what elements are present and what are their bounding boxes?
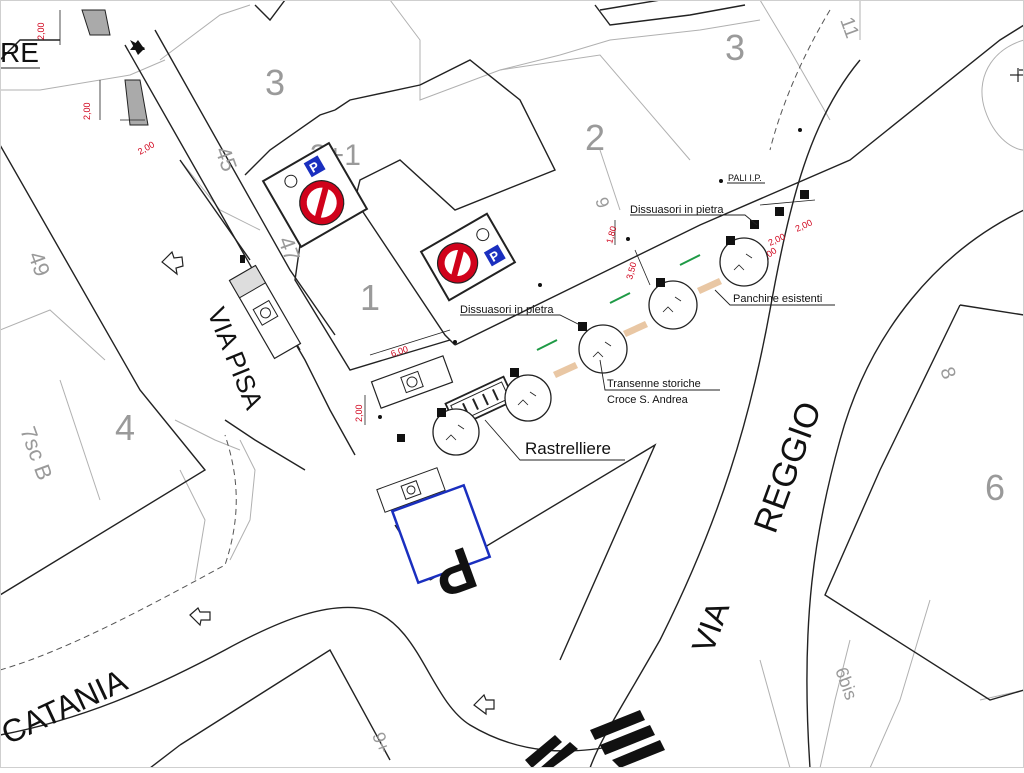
wheelchair-icon: [406, 485, 416, 495]
no-stopping-sign-2: P: [419, 212, 517, 302]
building-number: 1: [360, 277, 380, 318]
building-number: 4: [115, 407, 135, 448]
wheelchair-icon: [406, 376, 418, 388]
wheelchair-icon: [260, 307, 271, 319]
hatched-areas: [81, 9, 149, 126]
label-dissuasori-left: Dissuasori in pietra: [460, 304, 554, 316]
historic-railings: [536, 254, 701, 351]
building-number: 3: [725, 27, 745, 68]
benches: [553, 278, 722, 378]
tree-icon: [504, 374, 552, 422]
tree-icon: [578, 324, 628, 374]
street-label-fragment: RE: [0, 37, 39, 68]
label-pali-ip: PALI I.P.: [728, 173, 762, 183]
label-panchine: Panchine esistenti: [733, 293, 822, 305]
wheelchair-icon: [284, 174, 298, 188]
disabled-parking-bay: [228, 264, 302, 360]
disabled-parking-bay-2: [370, 355, 454, 409]
dim-label: 2,00: [354, 404, 364, 422]
dimension-lines: [59, 10, 816, 425]
leader-lines: [460, 182, 835, 461]
tree-scribbles: [445, 253, 753, 441]
no-stopping-sign-1: P: [261, 141, 369, 249]
label-dissuasori-top: Dissuasori in pietra: [630, 204, 724, 216]
tree-icon: [432, 408, 480, 456]
annotations: PALI I.P. Dissuasori in pietra Dissuasor…: [460, 173, 822, 458]
dim-label: 2,00: [36, 22, 46, 40]
wheelchair-icon: [476, 228, 490, 242]
arrow-icon: [473, 693, 495, 716]
north-marker-icon: [130, 40, 145, 50]
arrow-icon: [189, 607, 211, 627]
disabled-parking-bay-3: [376, 467, 446, 513]
dim-label: 2,00: [82, 102, 92, 120]
direction-arrows: [161, 68, 1024, 716]
trees: [432, 237, 769, 456]
dim-label: 1,80: [604, 225, 618, 245]
label-croce: Croce S. Andrea: [607, 394, 689, 406]
building-number: 6: [985, 467, 1005, 508]
dim-label: 3,50: [624, 261, 638, 281]
building-number: 3: [265, 62, 285, 103]
tree-icon: [648, 280, 698, 330]
building-number: 2: [585, 117, 605, 158]
dashed-curb-lines: [0, 9, 831, 671]
stone-bollards: [378, 128, 809, 442]
tree-icon: [719, 237, 769, 287]
label-transenne: Transenne storiche: [607, 378, 701, 390]
label-rastrelliere: Rastrelliere: [525, 439, 611, 458]
pedestrian-crossing: [525, 710, 665, 768]
arrow-icon: [161, 250, 184, 276]
sign-posts: [240, 255, 245, 263]
